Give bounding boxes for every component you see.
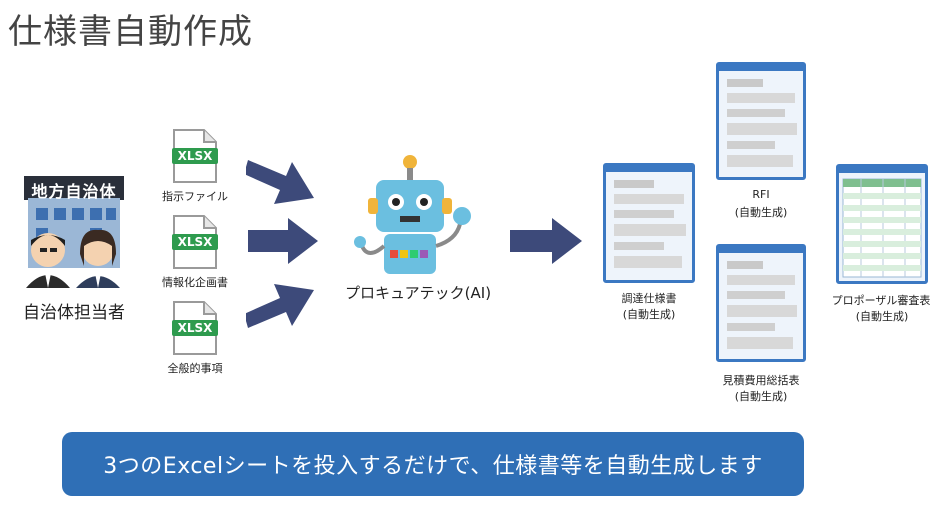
input-file-2: XLSX xyxy=(172,214,218,274)
input-file-3-label: 全般的事項 xyxy=(167,362,223,375)
xlsx-file-icon xyxy=(172,129,218,183)
blurred-document-icon xyxy=(614,180,686,268)
rfi-document-note: (自動生成) xyxy=(734,206,788,219)
proposal-document xyxy=(836,164,928,284)
robot-icon xyxy=(354,155,471,274)
arrow-icon xyxy=(246,160,314,204)
rfi-document xyxy=(716,62,806,180)
summary-banner: 3つのExcelシートを投入するだけで、仕様書等を自動生成します xyxy=(62,432,804,496)
municipality-caption: 自治体担当者 xyxy=(23,303,125,323)
xlsx-badge: XLSX xyxy=(177,235,213,249)
xlsx-badge: XLSX xyxy=(177,149,213,163)
xlsx-badge: XLSX xyxy=(177,321,213,335)
proposal-document-note: (自動生成) xyxy=(855,310,909,323)
blurred-document-icon xyxy=(727,261,797,349)
municipality-illustration: 地方自治体 xyxy=(14,176,132,288)
input-file-1: XLSX xyxy=(172,128,218,188)
arrow-icon xyxy=(510,218,582,264)
page-title: 仕様書自動作成 xyxy=(8,12,253,52)
estimate-document-name: 見積費用総括表 xyxy=(722,374,800,387)
estimate-document xyxy=(716,244,806,362)
xlsx-file-icon xyxy=(172,301,218,355)
xlsx-file-icon xyxy=(172,215,218,269)
arrow-icon xyxy=(246,284,314,328)
spec-document xyxy=(603,163,695,283)
table-sheet-icon xyxy=(842,178,922,278)
rfi-document-name: RFI xyxy=(752,188,770,201)
proposal-document-name: プロポーザル審査表 xyxy=(831,294,931,307)
input-file-3: XLSX xyxy=(172,300,218,360)
robot-caption: プロキュアテック(AI) xyxy=(344,284,492,302)
blurred-document-icon xyxy=(727,79,797,167)
estimate-document-note: (自動生成) xyxy=(734,390,788,403)
input-file-1-label: 指示ファイル xyxy=(162,190,228,203)
municipality-sign: 地方自治体 xyxy=(31,182,117,201)
input-file-2-label: 情報化企画書 xyxy=(162,276,228,289)
municipality-building-icon xyxy=(24,176,124,288)
spec-document-note: (自動生成) xyxy=(622,308,676,321)
spec-document-name: 調達仕様書 xyxy=(621,292,677,305)
arrow-icon xyxy=(248,218,318,264)
